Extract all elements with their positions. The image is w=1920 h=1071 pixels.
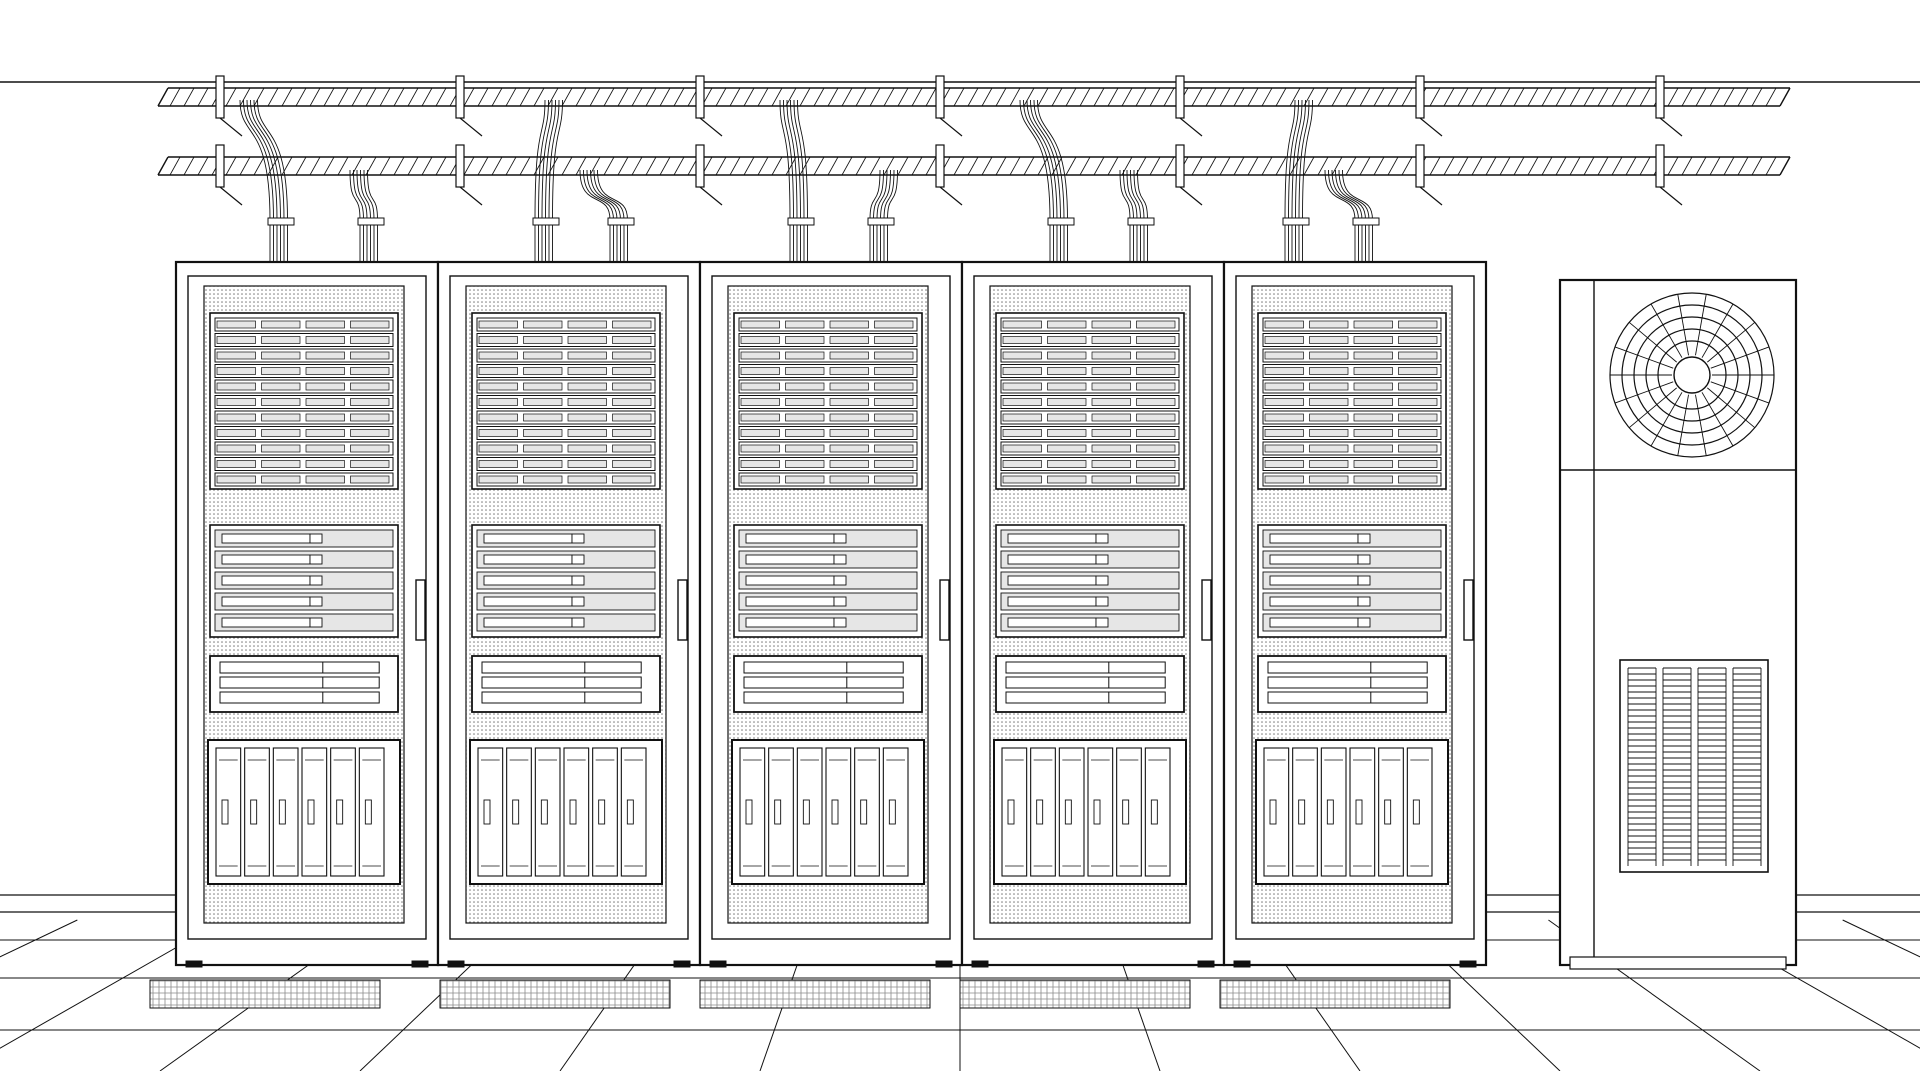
rack-1u-server-block (471, 312, 661, 490)
cable-tie (787, 217, 815, 226)
perforated-floor-tile (959, 979, 1191, 1009)
perforated-floor-tile (1219, 979, 1451, 1009)
rack-foot (1233, 960, 1251, 968)
louver-vent (1619, 659, 1769, 873)
cable-tie (607, 217, 635, 226)
cable-bundle (579, 169, 635, 262)
cable-tie (357, 217, 385, 226)
rack-door-handle (415, 579, 426, 641)
rack-2u-server-block (471, 524, 661, 638)
rack-storage-block (995, 655, 1185, 713)
rack-foot (1197, 960, 1215, 968)
cooling-unit-base (1569, 956, 1787, 970)
rack-1u-server-block (209, 312, 399, 490)
cable-bundle (1019, 99, 1075, 262)
cable-bundle (867, 169, 898, 262)
cable-bundle (239, 99, 295, 262)
rack-door-handle (677, 579, 688, 641)
rack-2u-server-block (209, 524, 399, 638)
cable-bundle (1282, 99, 1313, 262)
server-rack (174, 260, 440, 968)
rack-storage-block (209, 655, 399, 713)
cable-tie (1352, 217, 1380, 226)
server-rack (436, 260, 702, 968)
server-racks (174, 260, 1488, 968)
rack-foot (1459, 960, 1477, 968)
cooling-unit (1558, 278, 1798, 970)
rack-blade-chassis (207, 739, 401, 885)
cable-bundle (779, 99, 815, 262)
server-rack (960, 260, 1226, 968)
rack-blade-chassis (469, 739, 663, 885)
rack-door-handle (1201, 579, 1212, 641)
cable-tray-lower (157, 144, 1791, 206)
cable-tie (1047, 217, 1075, 226)
cable-trays (157, 75, 1791, 206)
rack-door-handle (1463, 579, 1474, 641)
perforated-floor-tile (439, 979, 671, 1009)
rack-storage-block (471, 655, 661, 713)
cable-tie (1282, 217, 1310, 226)
rack-foot (185, 960, 203, 968)
rack-storage-block (1257, 655, 1447, 713)
fan-hub (1673, 356, 1711, 394)
cable-bundle (532, 99, 563, 262)
cable-tie (267, 217, 295, 226)
rack-blade-chassis (731, 739, 925, 885)
rack-2u-server-block (995, 524, 1185, 638)
cable-bundle (1119, 169, 1155, 262)
server-rack (1222, 260, 1488, 968)
server-rack (698, 260, 964, 968)
cable-tray-upper (157, 75, 1791, 137)
cable-tie (867, 217, 895, 226)
rack-foot (935, 960, 953, 968)
rack-blade-chassis (993, 739, 1187, 885)
cable-tie (1127, 217, 1155, 226)
fan-grille (1609, 292, 1775, 458)
rack-2u-server-block (733, 524, 923, 638)
rack-1u-server-block (995, 312, 1185, 490)
rack-storage-block (733, 655, 923, 713)
rack-1u-server-block (733, 312, 923, 490)
cable-bundles (239, 99, 1380, 262)
rack-door-handle (939, 579, 950, 641)
cable-tie (532, 217, 560, 226)
rack-foot (447, 960, 465, 968)
rack-foot (673, 960, 691, 968)
cable-bundle (349, 169, 385, 262)
rack-foot (971, 960, 989, 968)
perforated-floor-tile (149, 979, 381, 1009)
cable-bundle (1324, 169, 1380, 262)
rack-2u-server-block (1257, 524, 1447, 638)
rack-foot (709, 960, 727, 968)
perforated-floor-tile (699, 979, 931, 1009)
rack-foot (411, 960, 429, 968)
rack-blade-chassis (1255, 739, 1449, 885)
rack-1u-server-block (1257, 312, 1447, 490)
